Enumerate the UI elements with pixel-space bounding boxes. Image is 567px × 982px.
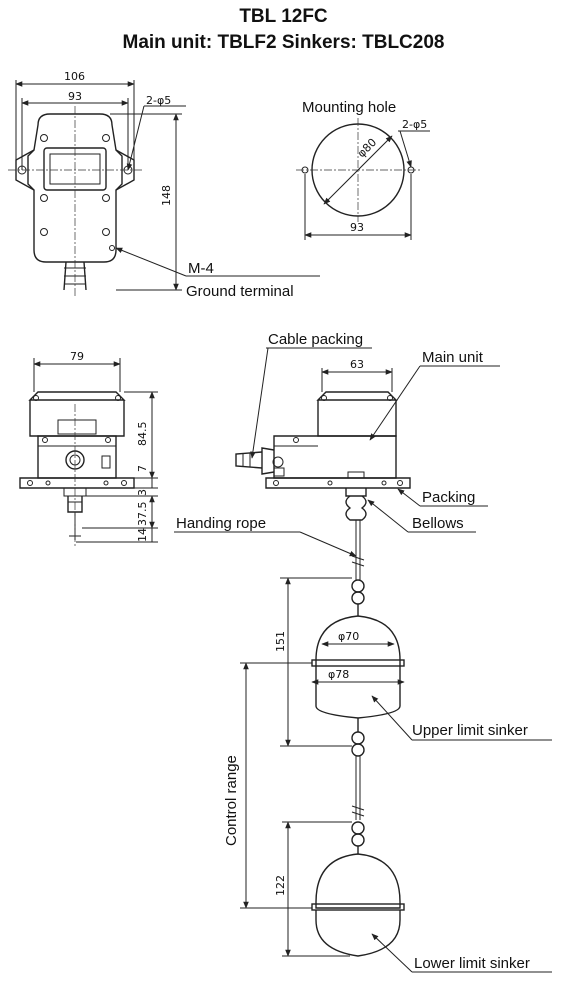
mounting-diameter: φ80 — [355, 136, 379, 160]
cable-packing-label: Cable packing — [268, 331, 363, 348]
dim-7: 7 — [136, 465, 149, 472]
assembly-view: Cable packing 63 Main unit Packing — [174, 331, 552, 973]
dim-79: 79 — [70, 350, 84, 363]
mounting-hole-title: Mounting hole — [302, 99, 396, 116]
side-view: 79 84.5 7 3 — [19, 350, 158, 546]
dim-3: 3 — [136, 489, 149, 496]
control-range-label: Control range — [223, 755, 240, 846]
dim-37-5: 37.5 — [136, 502, 149, 527]
dim-151: 151 — [274, 631, 287, 652]
dia-70: φ70 — [338, 630, 359, 643]
lower-sinker-label: Lower limit sinker — [414, 955, 530, 972]
dim-84-5: 84.5 — [136, 422, 149, 447]
ground-spec: M-4 — [188, 260, 214, 277]
front-hole-spec: 2-φ5 — [146, 94, 171, 107]
dim-122: 122 — [274, 875, 287, 896]
drawing-subtitle: Main unit: TBLF2 Sinkers: TBLC208 — [122, 32, 445, 53]
dim-63: 63 — [350, 358, 364, 371]
dim-148: 148 — [160, 185, 173, 206]
drawing-title: TBL 12FC — [239, 6, 328, 27]
packing-label: Packing — [422, 489, 475, 506]
dim-93-front: 93 — [68, 90, 82, 103]
dim-106: 106 — [64, 70, 85, 83]
mounting-hole-view: Mounting hole φ80 2-φ5 93 — [296, 99, 430, 240]
dim-93-mounting: 93 — [350, 221, 364, 234]
dia-78: φ78 — [328, 668, 349, 681]
front-view: 106 93 2-φ5 148 — [8, 70, 320, 300]
ground-terminal-label: Ground terminal — [186, 283, 294, 300]
upper-sinker-label: Upper limit sinker — [412, 722, 528, 739]
handing-rope-label: Handing rope — [176, 515, 266, 532]
mounting-hole-spec: 2-φ5 — [402, 118, 427, 131]
bellows-label: Bellows — [412, 515, 464, 532]
dim-14: 14 — [136, 528, 149, 542]
main-unit-label: Main unit — [422, 349, 484, 366]
